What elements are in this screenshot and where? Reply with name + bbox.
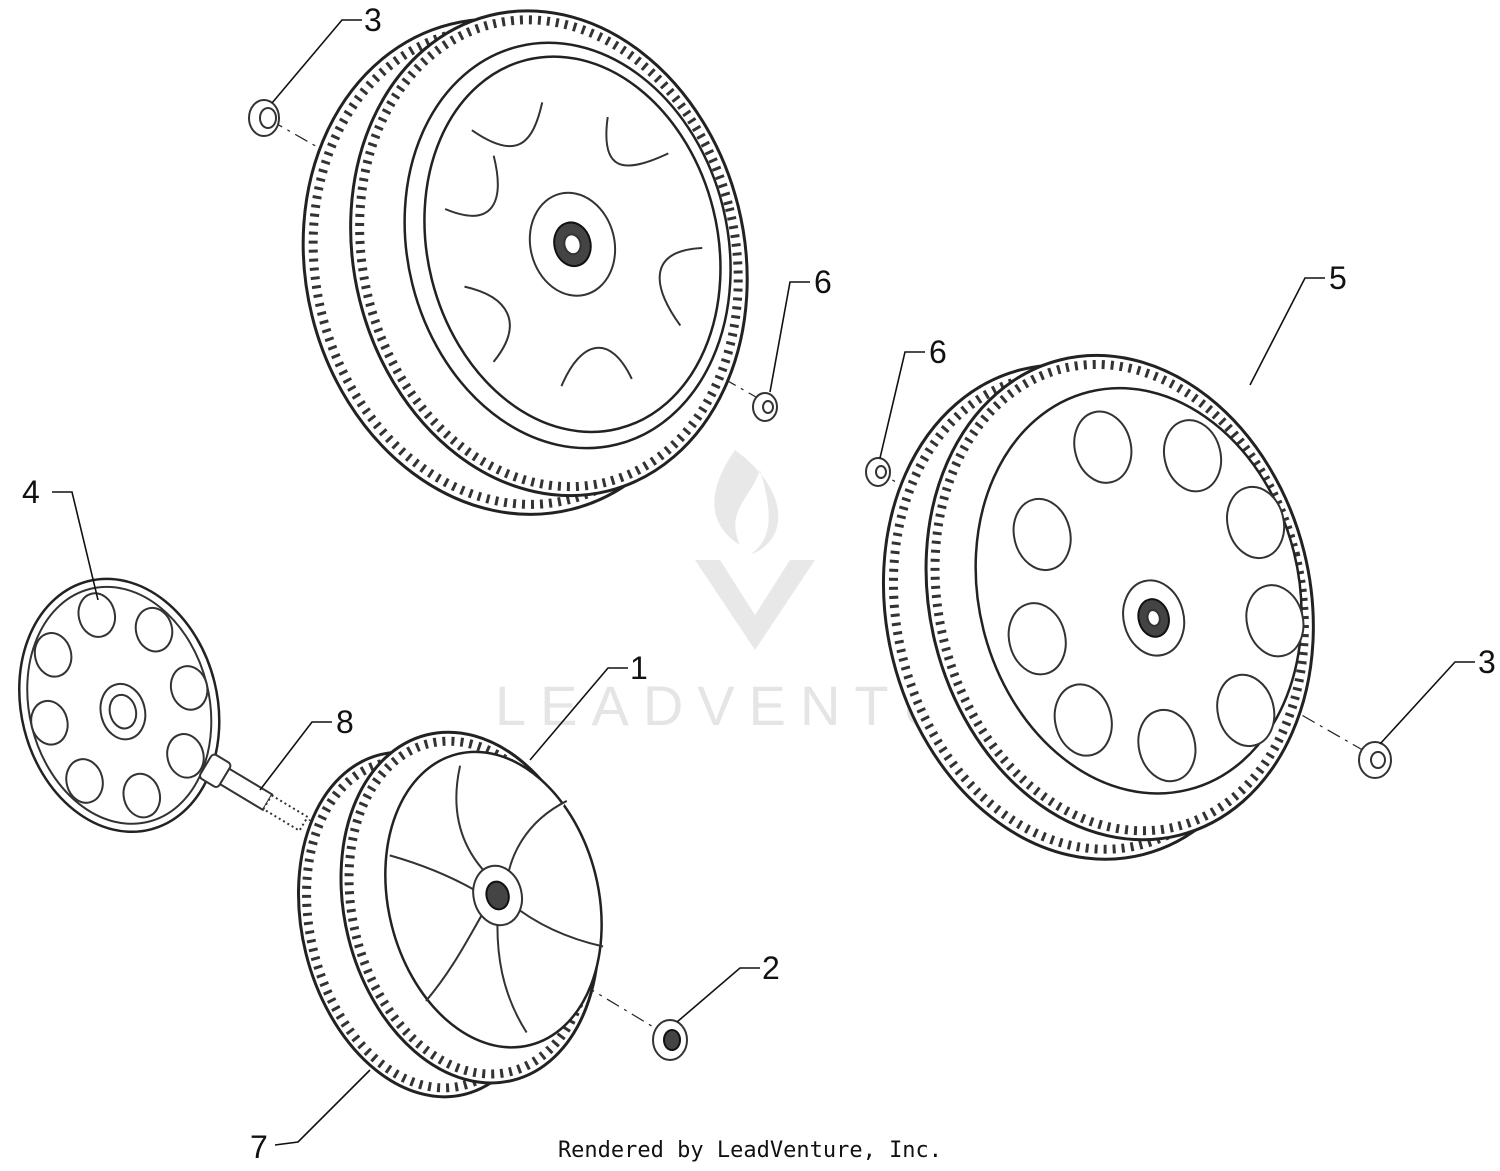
leader-2 (676, 967, 760, 1023)
rendered-by-footer: Rendered by LeadVenture, Inc. (557, 1138, 943, 1163)
callout-1: 1 (630, 650, 648, 686)
part-6-nut-right (865, 457, 891, 487)
leader-3-top (271, 19, 362, 104)
callout-5: 5 (1329, 260, 1347, 296)
leader-5 (1249, 277, 1325, 386)
leader-8 (259, 721, 332, 791)
callout-7: 7 (250, 1129, 268, 1165)
leader-4 (52, 491, 99, 601)
part-3-nut-right (1358, 741, 1392, 779)
callout-3-top: 3 (364, 2, 382, 38)
callout-4: 4 (22, 474, 40, 510)
top-wheel (301, 9, 749, 516)
callout-8: 8 (336, 704, 354, 740)
leader-6-top (769, 281, 810, 393)
part-6-nut-top (752, 392, 778, 422)
leader-1 (529, 667, 628, 761)
part-8-axle-bolt (199, 753, 310, 833)
part-1-wheel (297, 730, 604, 1099)
part-2-nut (652, 1019, 688, 1061)
callout-6-right: 6 (929, 334, 947, 370)
callout-6-top: 6 (814, 264, 832, 300)
v-logo-icon (695, 560, 815, 650)
flame-logo-icon (714, 450, 779, 555)
leader-3-right (1379, 661, 1475, 745)
leader-6-right (879, 351, 925, 459)
part-4-hub-cap (18, 577, 221, 834)
callout-2: 2 (762, 950, 780, 986)
part-3-nut-top (248, 99, 280, 137)
leader-7 (274, 1069, 371, 1146)
part-5-wheel (881, 353, 1315, 861)
callout-3-right: 3 (1478, 644, 1496, 680)
